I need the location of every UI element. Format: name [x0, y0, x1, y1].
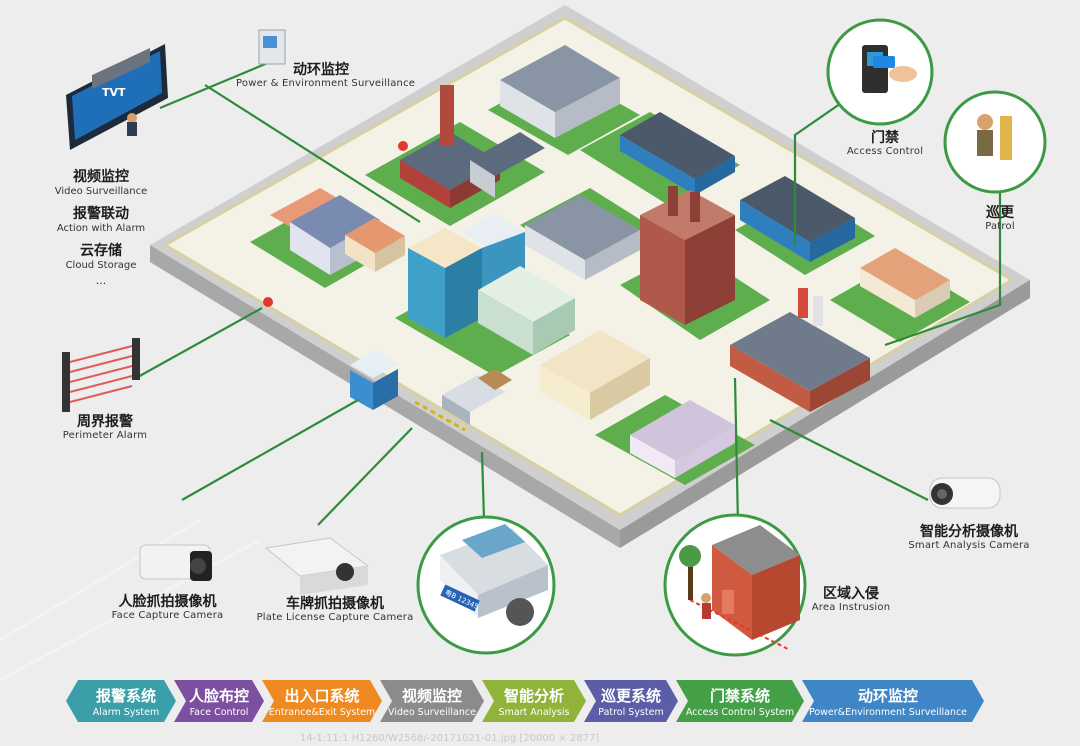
perimeter-beam-icon	[62, 338, 140, 412]
background-lines	[0, 518, 261, 682]
sensor-box-icon	[258, 29, 286, 65]
image-footer-note: 14-1:11:1 H1260/W2568/-20171021-01.jpg […	[300, 733, 600, 744]
segment-cn: 出入口系统	[284, 687, 360, 705]
system-segment-shape	[174, 680, 264, 722]
system-segment-power: 动环监控 Power&Environment Surveillance	[802, 680, 974, 722]
segment-en: Power&Environment Surveillance	[808, 707, 968, 718]
system-segment-shape	[584, 680, 678, 722]
label-power-environment-en: Power & Environment Surveillance	[236, 78, 416, 90]
system-segment-shape	[380, 680, 484, 722]
smart-camera-icon	[929, 477, 1001, 509]
label-perimeter-alarm: 周界报警 Perimeter Alarm	[50, 414, 160, 442]
monitor-logo: TVT	[102, 86, 126, 99]
label-smart-camera-cn: 智能分析摄像机	[920, 524, 1018, 540]
segment-en: Entrance&Exit System	[268, 707, 376, 718]
label-area-intrusion-en: Area Instrusion	[811, 602, 891, 614]
label-plate-camera-cn: 车牌抓拍摄像机	[286, 596, 384, 612]
alarm-light-icons	[263, 141, 408, 307]
list-item: 云存储 Cloud Storage	[46, 240, 156, 271]
system-segment-smart: 智能分析 Smart Analysis	[482, 680, 586, 722]
segment-cn: 人脸布控	[188, 687, 249, 705]
label-patrol: 巡更 Patrol	[970, 205, 1030, 233]
segment-en: Alarm System	[92, 707, 160, 718]
monitor-wall-icon: TVT	[66, 44, 168, 150]
system-segment-alarm: 报警系统 Alarm System	[76, 680, 176, 722]
list-item-cn: 云存储	[80, 243, 122, 259]
list-item-en: Action with Alarm	[56, 223, 146, 234]
system-bar: 报警系统 Alarm System 人脸布控 Face Control 出入口系…	[66, 680, 984, 722]
label-power-environment-cn: 动环监控	[293, 62, 349, 78]
label-smart-camera: 智能分析摄像机 Smart Analysis Camera	[894, 524, 1044, 552]
segment-en: Access Control System	[685, 707, 795, 718]
system-segment-access: 门禁系统 Access Control System	[676, 680, 804, 722]
plate-camera-icon	[264, 537, 370, 595]
label-access-control: 门禁 Access Control	[830, 130, 940, 158]
system-segment-shape	[802, 680, 984, 722]
segment-cn: 报警系统	[95, 687, 156, 705]
vehicle-zoom-circle: 粤B 12345	[416, 515, 556, 655]
face-camera-icon	[139, 544, 212, 581]
list-item-en: Cloud Storage	[65, 260, 137, 271]
system-segment-shape	[66, 680, 176, 722]
label-perimeter-alarm-cn: 周界报警	[77, 414, 133, 430]
segment-en: Smart Analysis	[498, 707, 570, 718]
list-item: 视频监控 Video Surveillance	[46, 166, 156, 197]
list-more-ellipsis: ...	[95, 274, 107, 287]
label-patrol-cn: 巡更	[986, 205, 1014, 221]
list-item-cn: 报警联动	[73, 206, 129, 222]
list-item-en: Video Surveillance	[54, 186, 148, 197]
access-control-circle	[826, 18, 934, 126]
patrol-circle	[943, 90, 1047, 194]
label-power-environment: 动环监控 Power & Environment Surveillance	[236, 62, 416, 90]
system-segment-video: 视频监控 Video Surveillance	[380, 680, 484, 722]
system-segment-face: 人脸布控 Face Control	[174, 680, 264, 722]
label-plate-camera-en: Plate License Capture Camera	[256, 612, 414, 624]
system-segment-shape	[262, 680, 382, 722]
segment-cn: 门禁系统	[709, 687, 770, 705]
label-plate-camera: 车牌抓拍摄像机 Plate License Capture Camera	[250, 596, 420, 624]
system-segment-shape	[676, 680, 804, 722]
label-face-camera: 人脸抓拍摄像机 Face Capture Camera	[100, 594, 235, 622]
list-item-cn: 视频监控	[73, 169, 129, 185]
label-face-camera-cn: 人脸抓拍摄像机	[118, 594, 217, 610]
label-perimeter-alarm-en: Perimeter Alarm	[62, 430, 148, 442]
label-access-control-cn: 门禁	[871, 130, 899, 146]
system-bar-shapes	[66, 680, 984, 722]
intrusion-zoom-circle	[663, 513, 807, 657]
segment-en: Patrol System	[598, 707, 664, 718]
system-segment-entrance: 出入口系统 Entrance&Exit System	[262, 680, 382, 722]
buildings	[270, 45, 950, 478]
segment-cn: 视频监控	[401, 687, 462, 705]
segment-en: Face Control	[189, 707, 249, 718]
segment-cn: 动环监控	[857, 687, 918, 705]
label-patrol-en: Patrol	[985, 221, 1015, 233]
system-segment-shape	[482, 680, 586, 722]
segment-cn: 巡更系统	[600, 687, 661, 705]
system-segment-patrol: 巡更系统 Patrol System	[584, 680, 678, 722]
label-area-intrusion: 区域入侵 Area Instrusion	[806, 586, 896, 614]
monitoring-functions-list: 视频监控 Video Surveillance 报警联动 Action with…	[46, 166, 156, 287]
list-item: 报警联动 Action with Alarm	[46, 203, 156, 234]
label-smart-camera-en: Smart Analysis Camera	[908, 540, 1030, 552]
segment-cn: 智能分析	[503, 687, 564, 705]
label-face-camera-en: Face Capture Camera	[111, 610, 224, 622]
segment-en: Video Surveillance	[388, 707, 476, 718]
connector-lines	[135, 60, 1002, 589]
label-access-control-en: Access Control	[846, 146, 924, 158]
label-area-intrusion-cn: 区域入侵	[823, 586, 879, 602]
